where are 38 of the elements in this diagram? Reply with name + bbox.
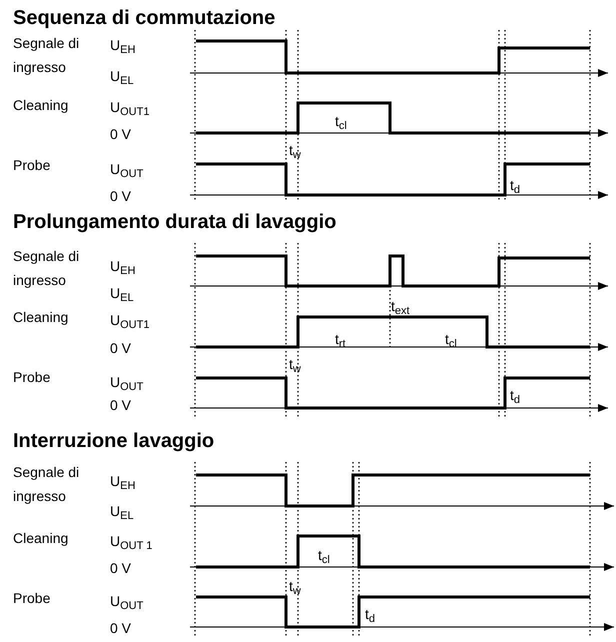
level-label: 0 V: [110, 339, 132, 357]
signal-name: Segnale di ingresso: [13, 34, 80, 77]
signal-name: Cleaning: [13, 308, 68, 326]
signal-name: Segnale di ingresso: [13, 463, 80, 506]
time-label: t$_{cl}$: [318, 546, 330, 564]
signal-name: Probe: [13, 368, 50, 386]
time-label: t$_{d}$: [510, 176, 520, 194]
signal-name: Probe: [13, 589, 50, 607]
level-label: 0 V: [110, 125, 132, 143]
section-heading: Sequenza di commutazione: [13, 6, 276, 30]
level-label: 0 V: [110, 396, 132, 414]
level-label: U$_{EL}$: [110, 502, 134, 520]
level-label: U$_{EH}$: [110, 472, 136, 490]
level-label: U$_{OUT1}$: [110, 98, 150, 116]
level-label: 0 V: [110, 187, 132, 205]
section-heading: Prolungamento durata di lavaggio: [13, 210, 336, 234]
level-label: U$_{EH}$: [110, 257, 136, 275]
time-label: t$_{d}$: [365, 605, 376, 623]
level-label: U$_{EL}$: [110, 67, 134, 85]
level-label: U$_{EL}$: [110, 284, 134, 302]
signal-name: Segnale di ingresso: [13, 247, 80, 290]
signal-name: Cleaning: [13, 96, 68, 114]
level-label: U$_{OUT}$: [110, 592, 144, 610]
level-label: U$_{EH}$: [110, 36, 136, 54]
time-label: t$_{d}$: [510, 386, 520, 404]
time-label: t$_{ext}$: [391, 297, 410, 315]
level-label: U$_{OUT 1}$: [110, 532, 152, 550]
time-label: t$_{w}$: [289, 141, 301, 159]
signal-name: Cleaning: [13, 529, 68, 547]
level-label: 0 V: [110, 619, 132, 637]
signal-name: Probe: [13, 156, 50, 174]
level-label: U$_{OUT1}$: [110, 311, 150, 329]
level-label: U$_{OUT}$: [110, 373, 144, 391]
level-label: U$_{OUT}$: [110, 160, 144, 178]
section-heading: Interruzione lavaggio: [13, 429, 214, 453]
time-label: t$_{cl}$: [335, 112, 347, 130]
time-label: t$_{w}$: [289, 577, 301, 595]
level-label: 0 V: [110, 559, 132, 577]
